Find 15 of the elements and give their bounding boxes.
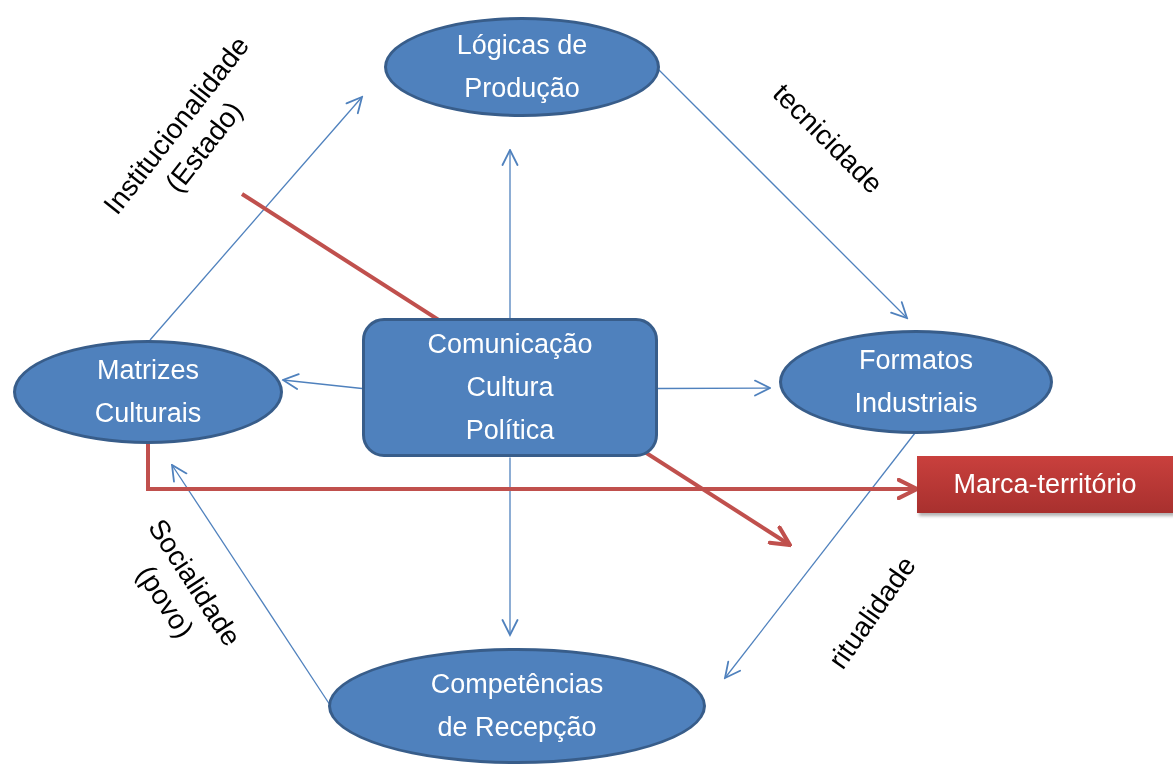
arrow: [282, 373, 363, 390]
arrow: [501, 149, 519, 320]
node-label: Lógicas de Produção: [455, 28, 589, 105]
arrow: [146, 444, 919, 501]
node-label: Comunicação Cultura Política: [426, 327, 594, 448]
node-label: Marca-território: [953, 467, 1137, 501]
arrow: [724, 432, 916, 679]
arrow: [501, 456, 519, 636]
rounded-box: [362, 318, 658, 457]
node-label: Matrizes Culturais: [93, 353, 203, 430]
arrow: [149, 96, 363, 341]
node-label: Formatos Industriais: [853, 343, 979, 420]
node-label: Competências de Recepção: [429, 667, 605, 744]
arrow: [657, 379, 771, 397]
highlight-box: [917, 456, 1173, 513]
